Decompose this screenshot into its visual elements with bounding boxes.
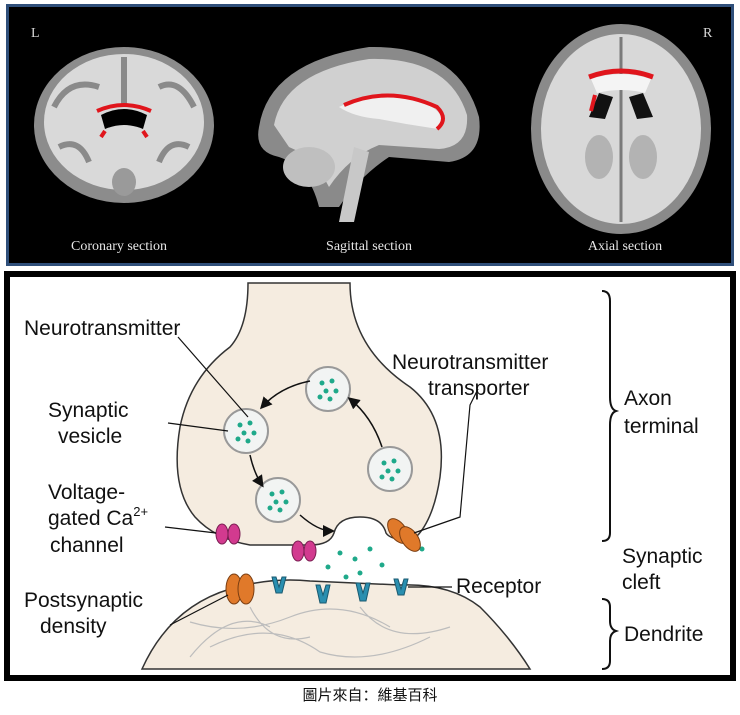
left-marker: L — [31, 26, 40, 41]
label-postsynaptic-2: density — [40, 615, 107, 638]
ca-channel — [291, 540, 317, 562]
sagittal-label: Sagittal section — [326, 239, 412, 254]
image-caption: 圖片來自：維基百科 — [302, 686, 438, 704]
synaptic-vesicle — [305, 366, 351, 412]
label-neurotransmitter: Neurotransmitter — [24, 317, 180, 340]
ca-channel — [215, 523, 241, 545]
dendrite-shape — [140, 579, 532, 670]
receptors — [271, 576, 409, 604]
axon-terminal-shape — [176, 282, 443, 546]
coronary-label: Coronary section — [71, 239, 167, 254]
label-synaptic-vesicle-2: vesicle — [58, 425, 122, 448]
synapse-diagram: Neurotransmitter Synaptic vesicle Voltag… — [24, 282, 703, 670]
label-axon-1: Axon — [624, 387, 672, 410]
coronary-brain-image — [34, 47, 214, 203]
label-cleft-1: Synaptic — [622, 545, 703, 568]
label-postsynaptic-1: Postsynaptic — [24, 589, 143, 612]
synaptic-vesicle — [255, 477, 301, 523]
label-synaptic-vesicle-1: Synaptic — [48, 399, 129, 422]
sagittal-brain-image — [258, 46, 480, 222]
label-voltage-1: Voltage- — [48, 481, 125, 504]
label-voltage-2-text: gated Ca — [48, 507, 134, 530]
axial-brain-image — [531, 24, 711, 234]
label-axon-2: terminal — [624, 415, 699, 438]
label-receptor: Receptor — [456, 575, 541, 598]
label-voltage-sup: 2+ — [133, 504, 148, 519]
label-cleft-2: cleft — [622, 571, 661, 594]
axial-label: Axial section — [588, 239, 662, 254]
synapse-panel: Neurotransmitter Synaptic vesicle Voltag… — [4, 271, 736, 681]
label-voltage-3: channel — [50, 534, 124, 557]
label-voltage-2: gated Ca2+ — [48, 504, 148, 530]
mri-panel: L R Coronary section Sagittal section Ax… — [6, 4, 734, 266]
label-transporter-1: Neurotransmitter — [392, 351, 548, 374]
synaptic-vesicle — [367, 446, 413, 492]
label-dendrite: Dendrite — [624, 623, 703, 646]
postsynaptic-transporter — [225, 573, 255, 605]
mri-image: L R Coronary section Sagittal section Ax… — [31, 24, 713, 254]
label-transporter-2: transporter — [428, 377, 530, 400]
right-marker: R — [703, 26, 713, 41]
neurotransmitter-dots — [235, 378, 425, 580]
